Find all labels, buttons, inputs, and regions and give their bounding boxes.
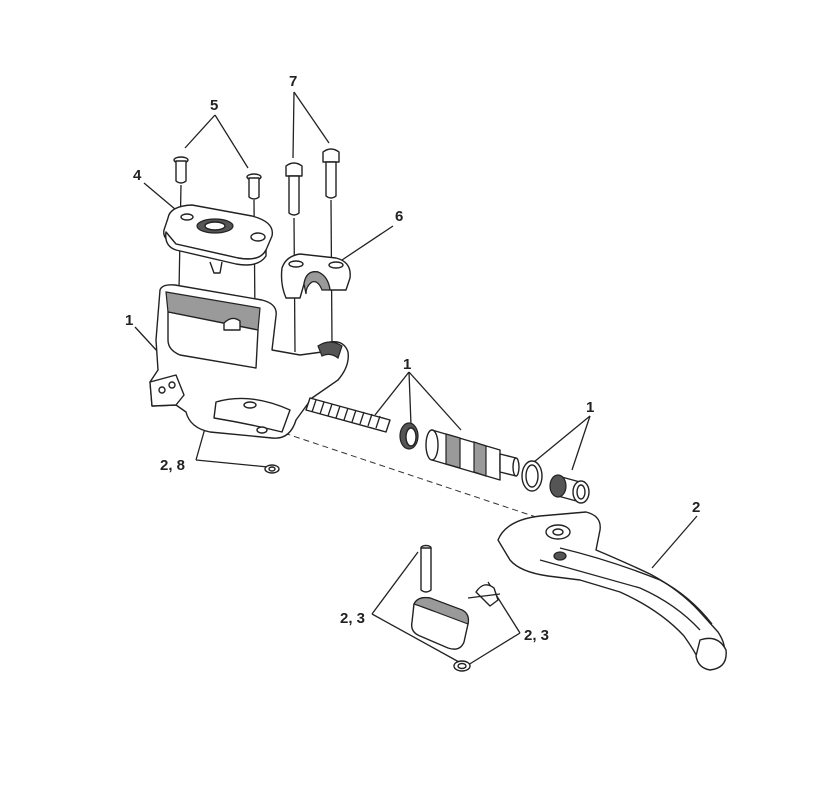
lever-pivot-pin bbox=[420, 544, 432, 593]
callout-1-bushing: 1 bbox=[586, 399, 594, 416]
callout-2-3-left: 2, 3 bbox=[340, 610, 365, 627]
brake-lever bbox=[497, 511, 727, 671]
reservoir-cover-screw bbox=[246, 173, 262, 200]
callout-2-lever: 2 bbox=[692, 499, 700, 516]
callout-4: 4 bbox=[133, 167, 142, 184]
callout-2-3-right: 2, 3 bbox=[524, 627, 549, 644]
callout-6: 6 bbox=[395, 208, 403, 225]
handlebar-clamp bbox=[280, 253, 351, 299]
master-cylinder-piston bbox=[425, 429, 520, 481]
clamp-bolt bbox=[322, 148, 340, 199]
pushrod bbox=[305, 397, 391, 433]
piston-bushing bbox=[549, 474, 590, 504]
callout-2-8: 2, 8 bbox=[160, 457, 185, 474]
lever-spring-clip bbox=[467, 584, 501, 607]
pivot-pin-washer bbox=[453, 660, 471, 672]
lever-cam-block bbox=[410, 596, 470, 650]
master-cylinder-body bbox=[149, 284, 349, 439]
clamp-bolt bbox=[285, 162, 303, 216]
callout-7: 7 bbox=[289, 73, 297, 90]
piston-seal bbox=[399, 422, 419, 450]
bleeder-washer bbox=[264, 464, 280, 474]
reservoir-cover bbox=[163, 204, 274, 274]
piston-o-ring bbox=[521, 460, 543, 492]
reservoir-cover-screw bbox=[173, 156, 189, 184]
callout-5: 5 bbox=[210, 97, 218, 114]
callout-1-left: 1 bbox=[125, 312, 133, 329]
callout-1-piston: 1 bbox=[403, 356, 411, 373]
